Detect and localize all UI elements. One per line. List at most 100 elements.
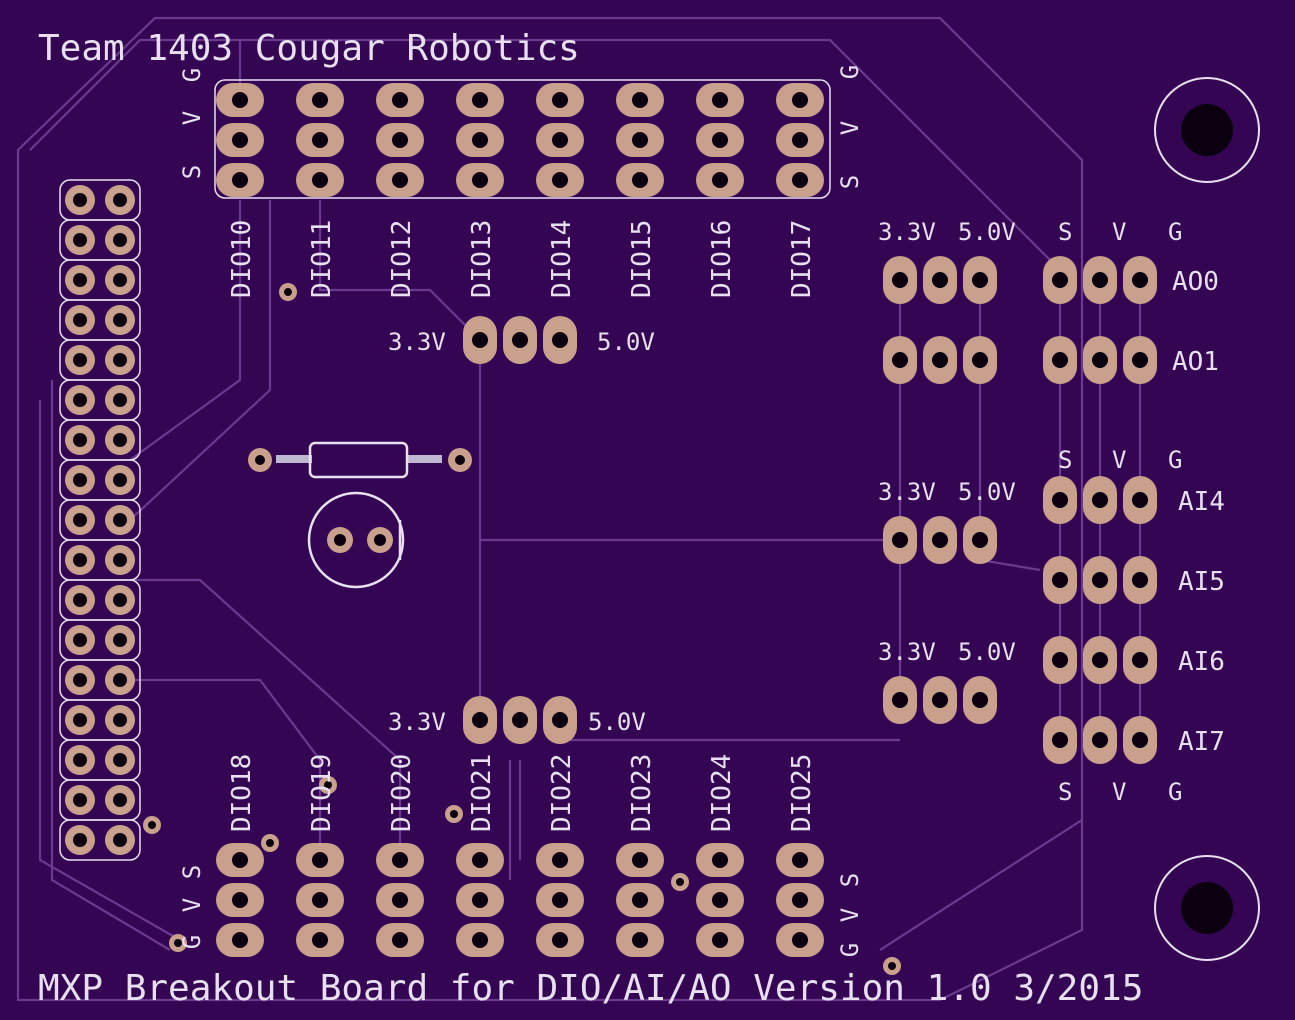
ao-jumper-pad (883, 336, 917, 384)
top-dio-pad (216, 83, 264, 117)
board-edge-trace (16, 16, 1084, 1002)
top-dio-pad (616, 163, 664, 197)
left-header-pad (65, 625, 95, 655)
left-header-pad (105, 785, 135, 815)
bottom-dio-pad (536, 883, 584, 917)
top-left-label-g: G (178, 68, 206, 82)
resistor (276, 441, 442, 479)
ai-header-pad (1083, 716, 1117, 764)
via (671, 873, 689, 891)
top-right-label-v: V (836, 121, 864, 135)
bottom-right-label-v: V (836, 908, 864, 922)
top-dio-pad (696, 163, 744, 197)
dio17-label: DIO17 (787, 220, 817, 298)
left-header-pad (65, 705, 95, 735)
ao-jumper-pad (883, 256, 917, 304)
ai4-label: AI4 (1178, 487, 1225, 517)
bottom-dio-pad (216, 883, 264, 917)
ao-jumper-pad (923, 256, 957, 304)
left-header-pad (105, 505, 135, 535)
left-header-pad (105, 225, 135, 255)
bottom-dio-pad (216, 923, 264, 957)
left-header-pad (105, 465, 135, 495)
bottom-jumper-pad (543, 696, 577, 744)
top-jumper-pad (503, 316, 537, 364)
top-dio-pad (536, 83, 584, 117)
top-dio-pad (456, 163, 504, 197)
dio10-label: DIO10 (227, 220, 257, 298)
bottom-dio-pad (296, 843, 344, 877)
bottom-dio-pad (696, 923, 744, 957)
left-header-pad (105, 345, 135, 375)
left-header-pad (65, 785, 95, 815)
bottom-jumper-5v0-label: 5.0V (588, 708, 646, 736)
ao-header-g: G (1168, 218, 1182, 246)
trace-top-bus (29, 38, 1061, 271)
bottom-right-label-g: G (836, 943, 864, 957)
pad-layer (59, 79, 1157, 975)
ai-jumper-b-3v3: 3.3V (878, 638, 936, 666)
trace-left-to-dio19 (130, 678, 322, 860)
top-jumper-5v0-label: 5.0V (597, 328, 655, 356)
dio16-label: DIO16 (707, 220, 737, 298)
top-left-label-v: V (178, 111, 206, 125)
top-dio-pad (376, 163, 424, 197)
top-dio-pad (616, 123, 664, 157)
top-dio-pad (536, 123, 584, 157)
bottom-dio-pad (536, 843, 584, 877)
board-title: Team 1403 Cougar Robotics (38, 28, 580, 69)
ai-header-pad (1123, 636, 1157, 684)
ao-header-pad (1083, 336, 1117, 384)
dio11-label: DIO11 (307, 220, 337, 298)
ao-jumper-pad (963, 336, 997, 384)
left-header-pad (105, 385, 135, 415)
bottom-dio-pad (456, 883, 504, 917)
top-dio-pad (296, 83, 344, 117)
resistor-pad-right (448, 448, 472, 472)
trace-dio10-down (129, 200, 242, 461)
via (143, 816, 161, 834)
ai-header-s: S (1058, 446, 1072, 474)
top-dio-pad (776, 83, 824, 117)
ao-header-pad (1043, 336, 1077, 384)
left-header-pad (65, 545, 95, 575)
left-header-pad (105, 705, 135, 735)
ai-header-pad (1043, 556, 1077, 604)
mounting-hole-bottom (1154, 855, 1260, 961)
dio12-label: DIO12 (387, 220, 417, 298)
ai-header-pad (1083, 556, 1117, 604)
dio15-label: DIO15 (627, 220, 657, 298)
left-header-pad (65, 745, 95, 775)
via (319, 776, 337, 794)
top-dio-pad (456, 123, 504, 157)
dio24-label: DIO24 (707, 754, 737, 832)
top-dio-pad (536, 163, 584, 197)
top-dio-pad (216, 123, 264, 157)
board-footer: MXP Breakout Board for DIO/AI/AO Version… (38, 968, 1143, 1009)
dio19-label: DIO19 (307, 754, 337, 832)
ai-jumper-pad (923, 676, 957, 724)
top-left-label-s: S (178, 165, 206, 179)
ai7-label: AI7 (1178, 727, 1225, 757)
resistor-pad-left (248, 448, 272, 472)
dio22-label: DIO22 (547, 754, 577, 832)
ai-jumper-pad (963, 676, 997, 724)
bottom-dio-pad (776, 843, 824, 877)
ai-header-pad (1043, 476, 1077, 524)
left-header-pad (65, 385, 95, 415)
dio25-label: DIO25 (787, 754, 817, 832)
dio21-label: DIO21 (467, 754, 497, 832)
ai-header-pad (1083, 476, 1117, 524)
dio23-label: DIO23 (627, 754, 657, 832)
left-header-pad (105, 305, 135, 335)
ai-header-g: G (1168, 446, 1182, 474)
mounting-hole-top (1154, 77, 1260, 183)
bottom-dio-pad (376, 843, 424, 877)
top-jumper-pad (543, 316, 577, 364)
left-header-pad (65, 665, 95, 695)
left-header-pad (65, 225, 95, 255)
ai-header-pad (1123, 556, 1157, 604)
left-header-pad (65, 185, 95, 215)
via (279, 283, 297, 301)
